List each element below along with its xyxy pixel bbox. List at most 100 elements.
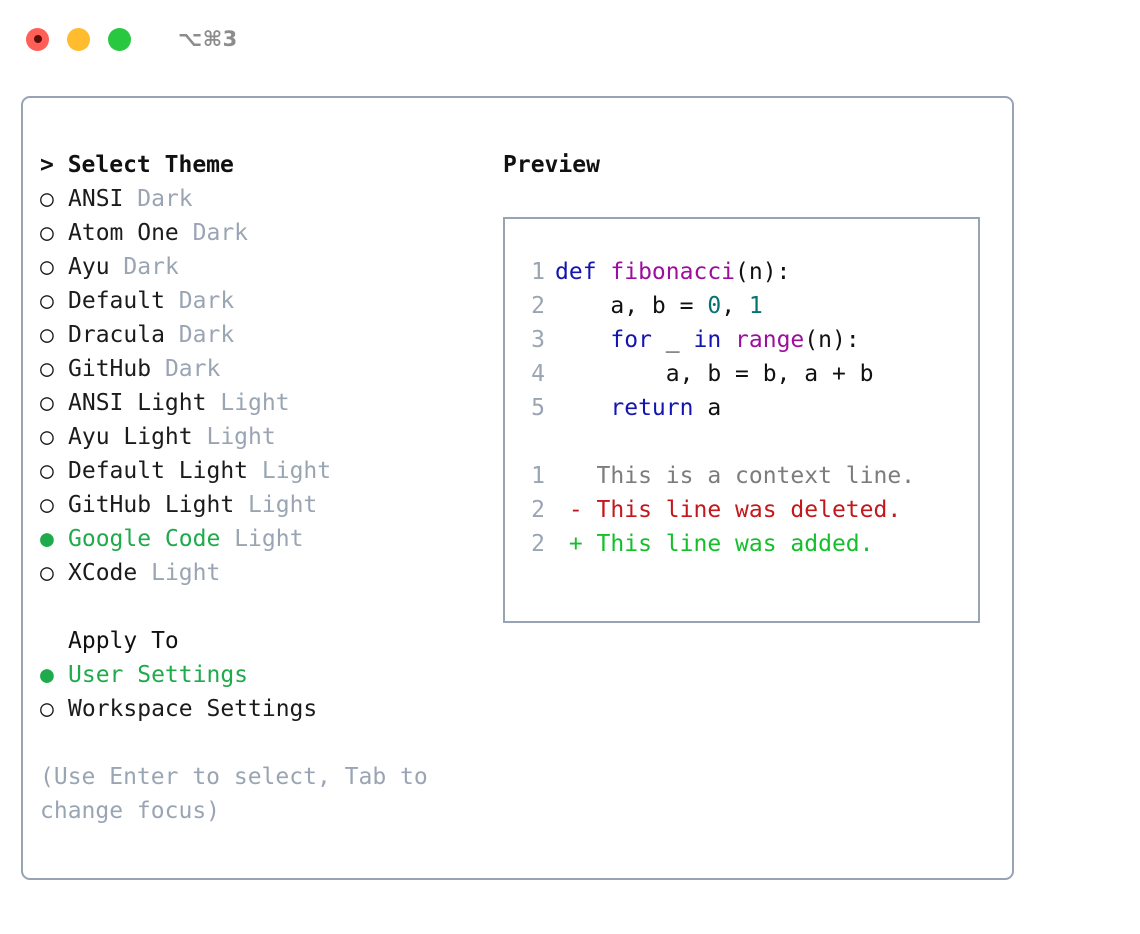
theme-variant-tag: Dark [123, 254, 179, 280]
code-line-number: 1 [531, 259, 545, 285]
theme-variant-tag: Light [220, 390, 290, 416]
spacer [165, 288, 179, 314]
diff-line-text: + This line was added. [555, 531, 874, 557]
apply-to-header: Apply To [68, 628, 179, 654]
theme-variant-tag: Dark [137, 186, 193, 212]
code-token: _ [651, 327, 694, 353]
code-line-number: 5 [531, 395, 545, 421]
theme-option-ayu-light[interactable]: ○Ayu Light Light [40, 420, 490, 454]
theme-option-label: ANSI [68, 186, 124, 212]
spacer [179, 220, 193, 246]
keyboard-shortcut-label: ⌥⌘3 [178, 27, 238, 51]
theme-variant-tag: Light [261, 458, 332, 484]
diff-line-added: 2 + This line was added. [505, 527, 978, 561]
theme-option-label: Google Code [68, 526, 221, 552]
code-token: return [610, 395, 694, 421]
code-token: in [693, 327, 722, 353]
minimize-button-icon[interactable] [67, 27, 90, 51]
theme-option-label: Atom One [68, 220, 179, 246]
theme-variant-tag: Dark [178, 288, 235, 314]
theme-option-github-light[interactable]: ○ GitHub Light Light [40, 488, 490, 522]
section-spacer [40, 590, 490, 624]
record-indicator-icon [33, 35, 42, 43]
code-diff-spacer [505, 425, 978, 459]
code-line: 4 a, b = b, a + b [505, 357, 978, 391]
diff-line-text: - This line was deleted. [555, 497, 902, 523]
theme-option-default[interactable]: ○Default Dark [40, 284, 490, 318]
diff-line-number: 2 [531, 497, 545, 523]
spacer [110, 254, 124, 280]
theme-option-ansi-light[interactable]: ○ANSI Light Light [40, 386, 490, 420]
code-line-number: 2 [531, 293, 545, 319]
code-token: a [693, 395, 722, 421]
theme-option-github[interactable]: ○ GitHub Dark [40, 352, 490, 386]
theme-option-ansi[interactable]: ○ ANSI Dark [40, 182, 490, 216]
diff-line-number: 1 [531, 463, 545, 489]
theme-variant-tag: Light [248, 492, 318, 518]
theme-option-label: GitHub [68, 356, 152, 382]
diff-line-context: 1 This is a context line. [505, 459, 978, 493]
code-token: , [721, 293, 749, 319]
theme-option-dracula[interactable]: ○Dracula Dark [40, 318, 490, 352]
maximize-button-icon[interactable] [108, 27, 131, 51]
code-token: a, b = b, a + b [555, 361, 874, 387]
spacer [220, 526, 234, 552]
code-line: 5 return a [505, 391, 978, 425]
theme-option-ayu[interactable]: ○ Ayu Dark [40, 250, 490, 284]
diff-line-text: This is a context line. [555, 463, 916, 489]
select-theme-header: > Select Theme [40, 152, 234, 178]
theme-variant-tag: Light [151, 560, 221, 586]
left-column: > Select Theme ○ANSI Dark○Atom One Dark○… [40, 148, 490, 828]
theme-variant-tag: Light [234, 526, 304, 552]
keyboard-hint-text: (Use Enter to select, Tab to change focu… [40, 764, 442, 824]
diff-line-deleted: 2 - This line was deleted. [505, 493, 978, 527]
theme-variant-tag: Dark [164, 356, 221, 382]
code-line-number: 3 [531, 327, 545, 353]
radio-unselected-icon: ○ [40, 356, 54, 382]
theme-option-atom-one[interactable]: ○Atom One Dark [40, 216, 490, 250]
code-token [721, 327, 735, 353]
theme-option-default-light[interactable]: ○Default Light Light [40, 454, 490, 488]
radio-unselected-icon: ○ [40, 220, 54, 246]
radio-unselected-icon: ○ [40, 186, 54, 212]
window-controls [26, 27, 131, 51]
spacer [193, 424, 207, 450]
spacer [151, 356, 165, 382]
code-token: fibonacci [610, 259, 736, 285]
code-token: range [735, 327, 805, 353]
code-token: (n): [735, 259, 791, 285]
theme-option-label: Ayu [68, 254, 110, 280]
radio-unselected-icon: ○ [40, 254, 54, 280]
code-token: for [610, 327, 652, 353]
code-token: 1 [748, 293, 763, 319]
apply-to-list: ●User Settings○Workspace Settings [40, 658, 490, 726]
code-line-number: 4 [531, 361, 545, 387]
preview-header: Preview [503, 152, 600, 178]
diff-sample: 1 This is a context line.2 - This line w… [505, 459, 978, 561]
spacer [123, 186, 137, 212]
apply-to-option-user-settings[interactable]: ●User Settings [40, 658, 490, 692]
theme-option-label: GitHub Light [68, 492, 235, 518]
main-panel: > Select Theme ○ANSI Dark○Atom One Dark○… [21, 96, 1014, 880]
radio-unselected-icon: ○ [40, 492, 54, 518]
theme-option-google-code[interactable]: ●Google Code Light [40, 522, 490, 556]
apply-to-option-workspace-settings[interactable]: ○Workspace Settings [40, 692, 490, 726]
theme-option-label: Default [68, 288, 165, 314]
close-button-icon[interactable] [26, 27, 49, 51]
theme-list: ○ANSI Dark○Atom One Dark○Ayu Dark○Defaul… [40, 182, 490, 590]
theme-option-label: Ayu Light [68, 424, 193, 450]
apply-to-option-label: User Settings [68, 662, 249, 688]
code-token [555, 327, 610, 353]
theme-option-label: XCode [68, 560, 138, 586]
radio-unselected-icon: ○ [40, 560, 54, 586]
code-token: a, b = [555, 293, 708, 319]
code-token: (n): [804, 327, 860, 353]
theme-option-label: Dracula [68, 322, 165, 348]
diff-line-number: 2 [531, 531, 545, 557]
spacer [234, 492, 248, 518]
theme-option-label: Default Light [68, 458, 249, 484]
theme-option-xcode[interactable]: ○ XCode Light [40, 556, 490, 590]
